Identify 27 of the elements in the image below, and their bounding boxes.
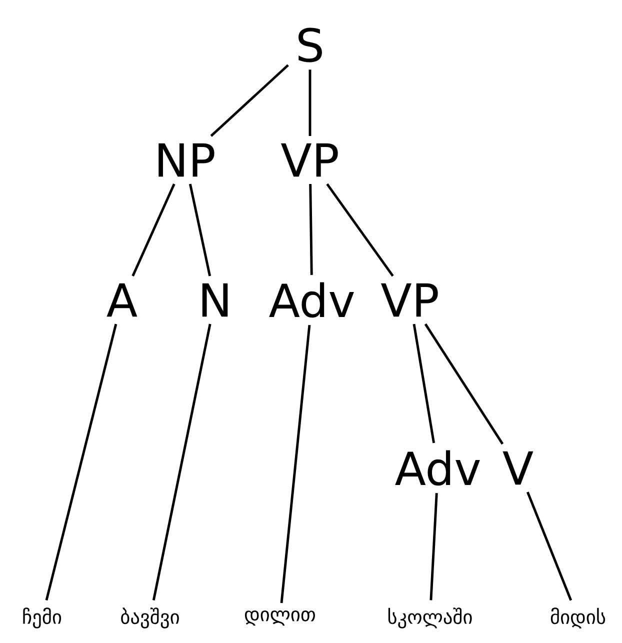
tree-branch	[526, 492, 572, 601]
tree-branch	[326, 183, 394, 277]
category-label: Adv	[269, 282, 354, 318]
category-label: V	[502, 451, 534, 485]
word-label: დილით	[245, 610, 315, 626]
word-label: ჩემი	[23, 608, 62, 628]
tree-branch	[308, 70, 312, 136]
tree-branch	[280, 324, 311, 604]
word-label: სკოლაში	[388, 608, 472, 628]
category-label: Adv	[395, 450, 480, 486]
category-label: VP	[380, 283, 438, 317]
tree-branch	[430, 493, 438, 600]
tree-branch	[210, 64, 289, 137]
category-label: A	[106, 283, 138, 317]
tree-branch	[45, 324, 118, 601]
category-label: N	[202, 283, 228, 317]
tree-branch	[309, 184, 313, 275]
word-label: მიდის	[550, 608, 606, 628]
tree-branch	[152, 324, 212, 600]
tree-branch	[132, 184, 176, 276]
tree-branch	[424, 323, 504, 445]
category-label: VP	[280, 143, 338, 177]
category-label: NP	[158, 143, 214, 177]
word-label: ბავშვი	[121, 608, 179, 628]
category-label: S	[298, 28, 322, 62]
tree-branch	[412, 324, 436, 444]
tree-branch	[188, 184, 212, 276]
